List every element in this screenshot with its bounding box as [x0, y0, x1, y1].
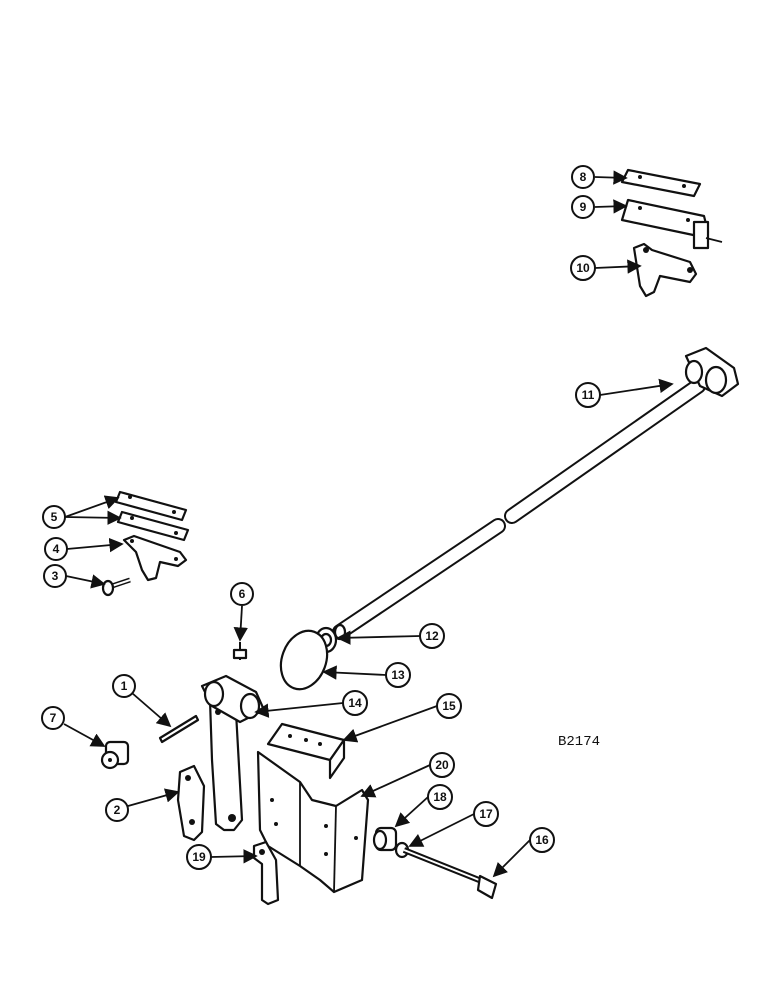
arm-14 [200, 674, 266, 832]
svg-text:2: 2 [114, 803, 121, 817]
callout-17: 17 [473, 801, 499, 827]
clip-19 [252, 840, 280, 906]
svg-text:17: 17 [479, 807, 493, 821]
svg-text:3: 3 [52, 569, 59, 583]
callout-14: 14 [342, 690, 368, 716]
shaft-11 [332, 378, 706, 641]
bolt-3 [101, 577, 131, 597]
callout-19: 19 [186, 844, 212, 870]
angle-15 [266, 722, 346, 780]
callout-5: 5 [42, 505, 66, 529]
leader-lines [63, 170, 674, 878]
callout-16: 16 [529, 827, 555, 853]
bushing-7 [100, 740, 130, 770]
svg-text:20: 20 [435, 758, 449, 772]
svg-text:10: 10 [576, 261, 590, 275]
svg-text:19: 19 [192, 850, 206, 864]
callout-1: 1 [112, 674, 136, 698]
svg-text:14: 14 [348, 696, 362, 710]
svg-text:4: 4 [53, 542, 60, 556]
svg-text:12: 12 [425, 629, 439, 643]
svg-text:9: 9 [580, 200, 587, 214]
svg-text:6: 6 [239, 587, 246, 601]
plate-9 [620, 198, 723, 250]
callout-15: 15 [436, 693, 462, 719]
plate-8 [620, 168, 702, 198]
svg-text:11: 11 [582, 388, 595, 402]
bolt-6 [232, 642, 248, 660]
svg-text:7: 7 [50, 711, 57, 725]
plate-2 [176, 764, 206, 842]
callout-10: 10 [570, 255, 596, 281]
callout-4: 4 [44, 537, 68, 561]
bolt-16 [402, 847, 498, 900]
svg-text:1: 1 [121, 679, 128, 693]
svg-text:16: 16 [535, 833, 549, 847]
svg-text:15: 15 [442, 699, 456, 713]
svg-text:18: 18 [433, 790, 447, 804]
callout-6: 6 [230, 582, 254, 606]
callout-11: 11 [575, 382, 601, 408]
drawing-code: B2174 [558, 734, 600, 750]
callout-9: 9 [571, 195, 595, 219]
svg-text:5: 5 [51, 510, 58, 524]
callout-13: 13 [385, 662, 411, 688]
callout-3: 3 [43, 564, 67, 588]
pin-1 [158, 714, 200, 744]
bracket-10 [632, 242, 698, 298]
svg-text:13: 13 [391, 668, 405, 682]
callout-8: 8 [571, 165, 595, 189]
bushing-18 [372, 826, 398, 852]
shaft-end-bracket [684, 346, 740, 398]
callout-7: 7 [41, 706, 65, 730]
callout-18: 18 [427, 784, 453, 810]
callout-12: 12 [419, 623, 445, 649]
callout-20: 20 [429, 752, 455, 778]
svg-text:8: 8 [580, 170, 587, 184]
arm-4 [122, 534, 188, 582]
callout-2: 2 [105, 798, 129, 822]
